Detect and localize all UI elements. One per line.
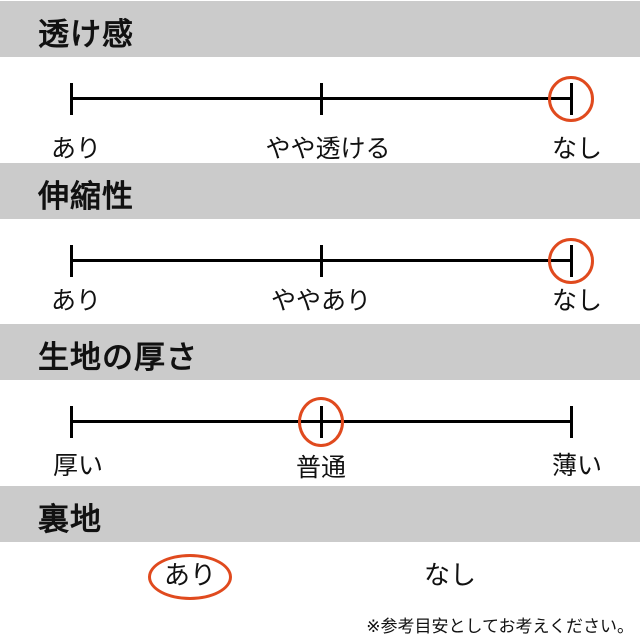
section-header-transparency: 透け感 [0,1,640,57]
scale-label: やや透ける [265,134,391,163]
section-title: 裏地 [38,502,102,538]
scale-transparency: あり やや透ける なし [0,57,640,163]
scale-tick [320,83,323,115]
scale-label: 薄い [551,451,603,480]
lining-option-no: なし [423,561,477,591]
selected-marker-circle [548,238,594,284]
section-header-lining: 裏地 [0,486,640,542]
scale-tick [70,245,73,277]
selected-marker-circle [298,397,344,447]
scale-label: なし [551,286,603,315]
scale-stretch: あり ややあり なし [0,219,640,325]
scale-label: ややあり [270,286,372,315]
scale-tick [570,406,573,438]
scale-label: あり [50,286,102,315]
scale-label: 厚い [52,451,104,480]
selected-marker-circle [548,76,594,122]
scale-thickness: 厚い 普通 薄い [0,380,640,486]
section-header-thickness: 生地の厚さ [0,324,640,380]
scale-tick [70,83,73,115]
selected-marker-oval [148,554,232,600]
scale-label: 普通 [295,453,347,482]
scale-label: あり [50,134,102,163]
section-title: 透け感 [38,17,134,53]
scale-tick [320,245,323,277]
section-title: 伸縮性 [38,179,134,215]
section-title: 生地の厚さ [38,340,198,376]
scale-label: なし [551,134,603,163]
reference-note: ※参考目安としてお考えください。 [366,617,634,637]
section-header-stretch: 伸縮性 [0,163,640,219]
lining-option-yes: あり [163,561,217,591]
scale-tick [70,406,73,438]
